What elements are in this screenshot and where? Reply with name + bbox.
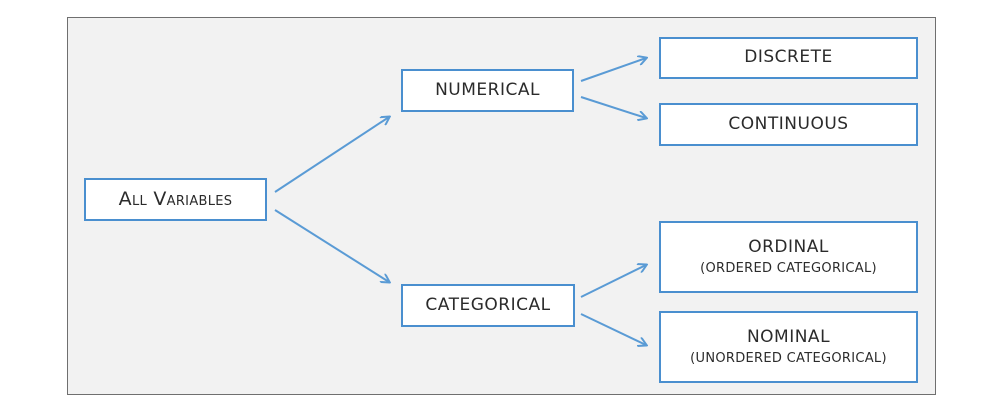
arrow-categorical-to-ordinal <box>580 265 646 298</box>
node-numerical-label: NUMERICAL <box>435 79 540 100</box>
node-nominal-sublabel: (UNORDERED CATEGORICAL) <box>690 351 887 366</box>
node-nominal: NOMINAL (UNORDERED CATEGORICAL) <box>659 311 918 383</box>
node-all-variables: All Variables <box>84 178 267 221</box>
node-ordinal-sublabel: (ORDERED CATEGORICAL) <box>700 261 877 276</box>
node-discrete: DISCRETE <box>659 37 918 79</box>
arrow-root-to-categorical <box>274 209 389 282</box>
node-numerical: NUMERICAL <box>401 69 574 112</box>
node-categorical: CATEGORICAL <box>401 284 575 327</box>
node-continuous-label: CONTINUOUS <box>728 113 849 134</box>
arrow-root-to-numerical <box>274 117 389 193</box>
node-nominal-label: NOMINAL <box>746 326 831 347</box>
node-ordinal: ORDINAL (ORDERED CATEGORICAL) <box>659 221 918 293</box>
arrow-categorical-to-nominal <box>580 313 646 345</box>
arrow-numerical-to-continuous <box>580 96 646 118</box>
arrow-numerical-to-discrete <box>580 58 646 82</box>
node-all-variables-label: All Variables <box>118 187 233 210</box>
node-categorical-label: CATEGORICAL <box>425 294 551 315</box>
node-continuous: CONTINUOUS <box>659 103 918 146</box>
node-discrete-label: DISCRETE <box>744 47 833 68</box>
node-ordinal-label: ORDINAL <box>748 236 829 257</box>
